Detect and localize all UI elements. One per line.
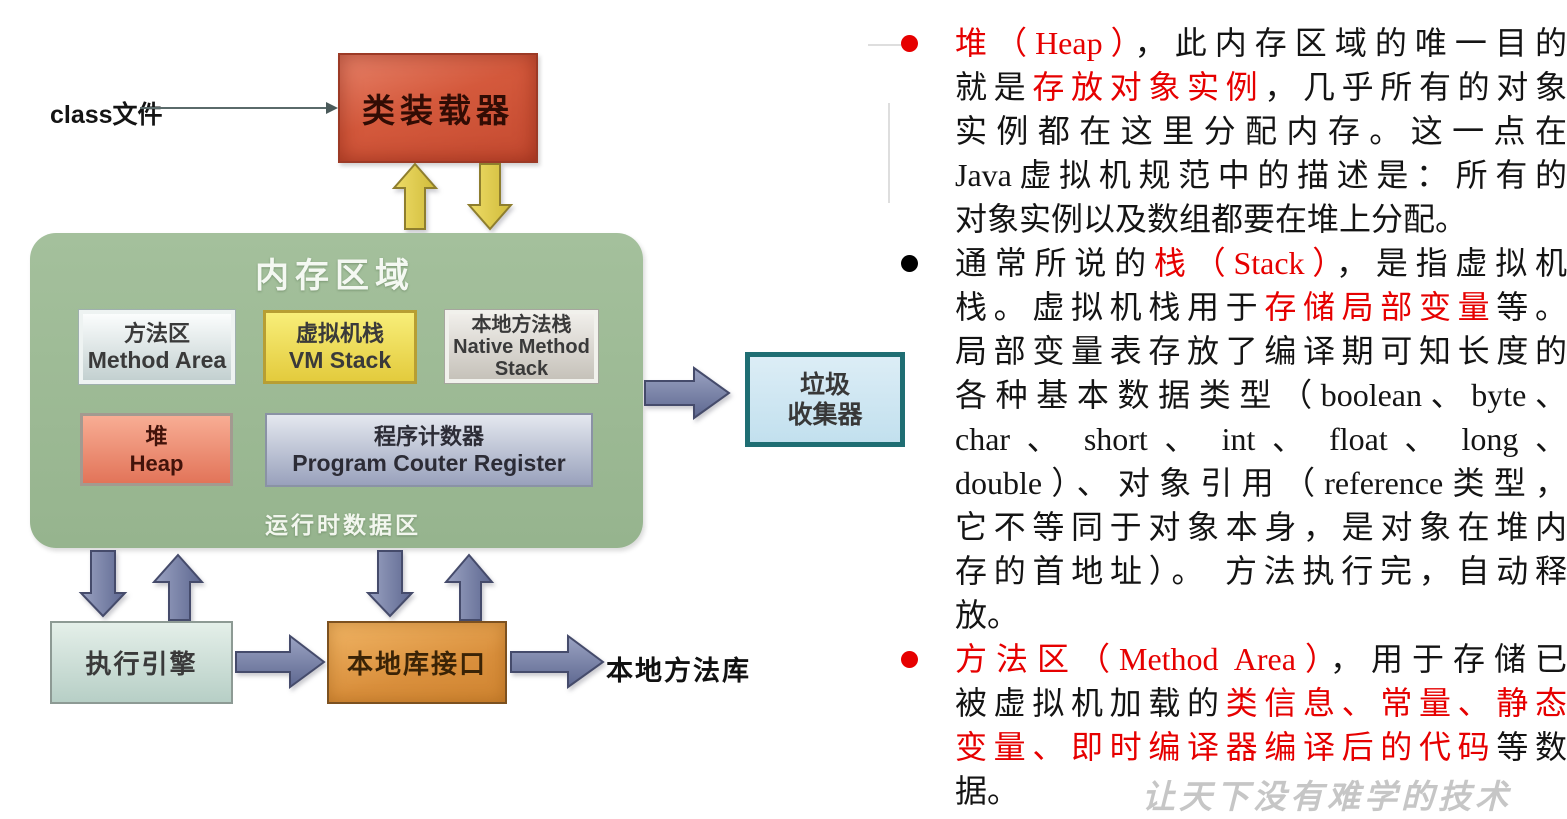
note-text: char 、 short 、 int 、 float 、 long 、 xyxy=(955,421,1567,457)
note-line: char 、 short 、 int 、 float 、 long 、 xyxy=(955,417,1567,461)
note-text: Java虚拟机规范中的描述是：所有的 xyxy=(955,157,1567,193)
arrow-down-to-memory-icon xyxy=(466,163,514,231)
pc-register-label-en: Program Couter Register xyxy=(292,450,566,476)
note-text: ，用于存储已 xyxy=(1329,641,1567,677)
arrow-engine-to-interface-icon xyxy=(235,633,326,689)
note-highlight-text: 存放对象实例 xyxy=(1032,69,1265,105)
vm-stack-box: 虚拟机栈 VM Stack xyxy=(263,310,417,384)
note-highlight-text: 堆（Heap） xyxy=(955,25,1135,61)
garbage-collector-box: 垃圾 收集器 xyxy=(745,352,905,447)
arrow-up-from-interface-icon xyxy=(443,553,495,621)
dash-artifact xyxy=(868,44,904,46)
note-line: 堆（Heap），此内存区域的唯一目的 xyxy=(955,21,1567,65)
notes-panel: 堆（Heap），此内存区域的唯一目的就是存放对象实例，几乎所有的对象实例都在这里… xyxy=(901,21,1567,813)
native-interface-label: 本地库接口 xyxy=(346,649,487,679)
arrow-down-to-engine-icon xyxy=(78,550,128,618)
note-text: 放。 xyxy=(955,597,1020,633)
note-item: 堆（Heap），此内存区域的唯一目的就是存放对象实例，几乎所有的对象实例都在这里… xyxy=(901,21,1567,241)
note-text: 等。 xyxy=(1496,289,1567,325)
note-line: 对象实例以及数组都要在堆上分配。 xyxy=(955,197,1567,241)
class-loader-label: 类装载器 xyxy=(362,92,514,129)
note-line: 栈。虚拟机栈用于存储局部变量等。 xyxy=(955,285,1567,329)
note-highlight-text: 方法区（Method Area） xyxy=(955,641,1330,677)
native-method-stack-box: 本地方法栈 Native Method Stack xyxy=(445,310,598,383)
arrow-to-gc-icon xyxy=(644,366,731,420)
bullet-marker-icon xyxy=(901,651,918,668)
note-highlight-text: 类信息、常量、静态 xyxy=(1225,685,1567,721)
placeholder-line-artifact xyxy=(888,103,890,203)
arrow-up-to-loader-icon xyxy=(391,162,439,230)
pc-register-label-zh: 程序计数器 xyxy=(373,424,484,449)
note-text: double）、对象引用（reference类型， xyxy=(955,465,1567,501)
class-loader-box: 类装载器 xyxy=(338,53,538,163)
method-area-label-en: Method Area xyxy=(87,347,227,373)
note-text: 据。 xyxy=(955,773,1020,809)
note-text: ，此内存区域的唯一目的 xyxy=(1134,25,1567,61)
vm-stack-label-en: VM Stack xyxy=(288,347,392,373)
gc-label-line2: 收集器 xyxy=(787,400,863,429)
method-area-label-zh: 方法区 xyxy=(123,321,190,346)
note-text: 各种基本数据类型（boolean、byte、 xyxy=(955,377,1567,413)
note-line: 各种基本数据类型（boolean、byte、 xyxy=(955,373,1567,417)
vm-stack-label-zh: 虚拟机栈 xyxy=(295,321,384,346)
note-line: 就是存放对象实例，几乎所有的对象 xyxy=(955,65,1567,109)
note-text: 存的首地址）。 方法执行完，自动释 xyxy=(955,553,1567,589)
note-line: 据。 xyxy=(955,769,1567,813)
note-text: 它不等同于对象本身，是对象在堆内 xyxy=(955,509,1567,545)
note-text: ，几乎所有的对象 xyxy=(1264,69,1567,105)
native-stack-label-en1: Native Method xyxy=(453,335,590,358)
note-text: 栈。虚拟机栈用于 xyxy=(955,289,1265,325)
class-file-arrow xyxy=(140,102,338,114)
execution-engine-label: 执行引擎 xyxy=(85,649,198,679)
pc-register-box: 程序计数器 Program Couter Register xyxy=(265,413,593,487)
note-line: 通常所说的栈（Stack），是指虚拟机 xyxy=(955,241,1567,285)
bullet-marker-icon xyxy=(901,35,918,52)
note-text: 局部变量表存放了编译期可知长度的 xyxy=(955,333,1567,369)
note-text: 等数 xyxy=(1496,729,1567,765)
native-interface-box: 本地库接口 xyxy=(327,621,507,704)
bullet-marker-icon xyxy=(901,255,918,272)
note-text: ，是指虚拟机 xyxy=(1336,245,1567,281)
arrow-up-from-engine-icon xyxy=(151,553,205,621)
memory-region-title: 内存区域 xyxy=(255,257,415,295)
execution-engine-box: 执行引擎 xyxy=(50,621,233,704)
note-line: 它不等同于对象本身，是对象在堆内 xyxy=(955,505,1567,549)
note-line: Java虚拟机规范中的描述是：所有的 xyxy=(955,153,1567,197)
note-line: 被虚拟机加载的类信息、常量、静态 xyxy=(955,681,1567,725)
note-line: 实例都在这里分配内存。这一点在 xyxy=(955,109,1567,153)
heap-label-en: Heap xyxy=(129,450,184,476)
heap-box: 堆 Heap xyxy=(80,413,233,486)
arrow-to-native-library-icon xyxy=(510,634,605,689)
native-library-label: 本地方法库 xyxy=(606,656,751,686)
note-text: 就是 xyxy=(955,69,1033,105)
arrow-down-to-interface-icon xyxy=(365,550,415,618)
note-line: 存的首地址）。 方法执行完，自动释 xyxy=(955,549,1567,593)
note-text: 被虚拟机加载的 xyxy=(955,685,1226,721)
runtime-data-area-label: 运行时数据区 xyxy=(265,512,421,538)
class-file-label: class文件 xyxy=(50,101,163,129)
note-line: 变量、即时编译器编译后的代码等数 xyxy=(955,725,1567,769)
note-text: 实例都在这里分配内存。这一点在 xyxy=(955,113,1567,149)
note-line: 方法区（Method Area），用于存储已 xyxy=(955,637,1567,681)
method-area-box: 方法区 Method Area xyxy=(79,310,235,384)
note-line: 局部变量表存放了编译期可知长度的 xyxy=(955,329,1567,373)
note-highlight-text: 变量、即时编译器编译后的代码 xyxy=(955,729,1497,765)
note-highlight-text: 存储局部变量 xyxy=(1264,289,1497,325)
native-stack-label-en2: Stack xyxy=(494,357,549,380)
note-line: 放。 xyxy=(955,593,1567,637)
note-item: 通常所说的栈（Stack），是指虚拟机栈。虚拟机栈用于存储局部变量等。局部变量表… xyxy=(901,241,1567,637)
heap-label-zh: 堆 xyxy=(145,423,168,449)
native-stack-label-zh: 本地方法栈 xyxy=(471,313,572,336)
note-line: double）、对象引用（reference类型， xyxy=(955,461,1567,505)
gc-label-line1: 垃圾 xyxy=(799,370,850,399)
note-text: 对象实例以及数组都要在堆上分配。 xyxy=(955,201,1468,237)
note-item: 方法区（Method Area），用于存储已被虚拟机加载的类信息、常量、静态变量… xyxy=(901,637,1567,813)
memory-region-box xyxy=(30,233,643,548)
watermark-slogan: 让天下没有难学的技术 xyxy=(1142,777,1512,816)
note-highlight-text: 栈（Stack） xyxy=(1153,245,1337,281)
note-text: 通常所说的 xyxy=(955,245,1154,281)
